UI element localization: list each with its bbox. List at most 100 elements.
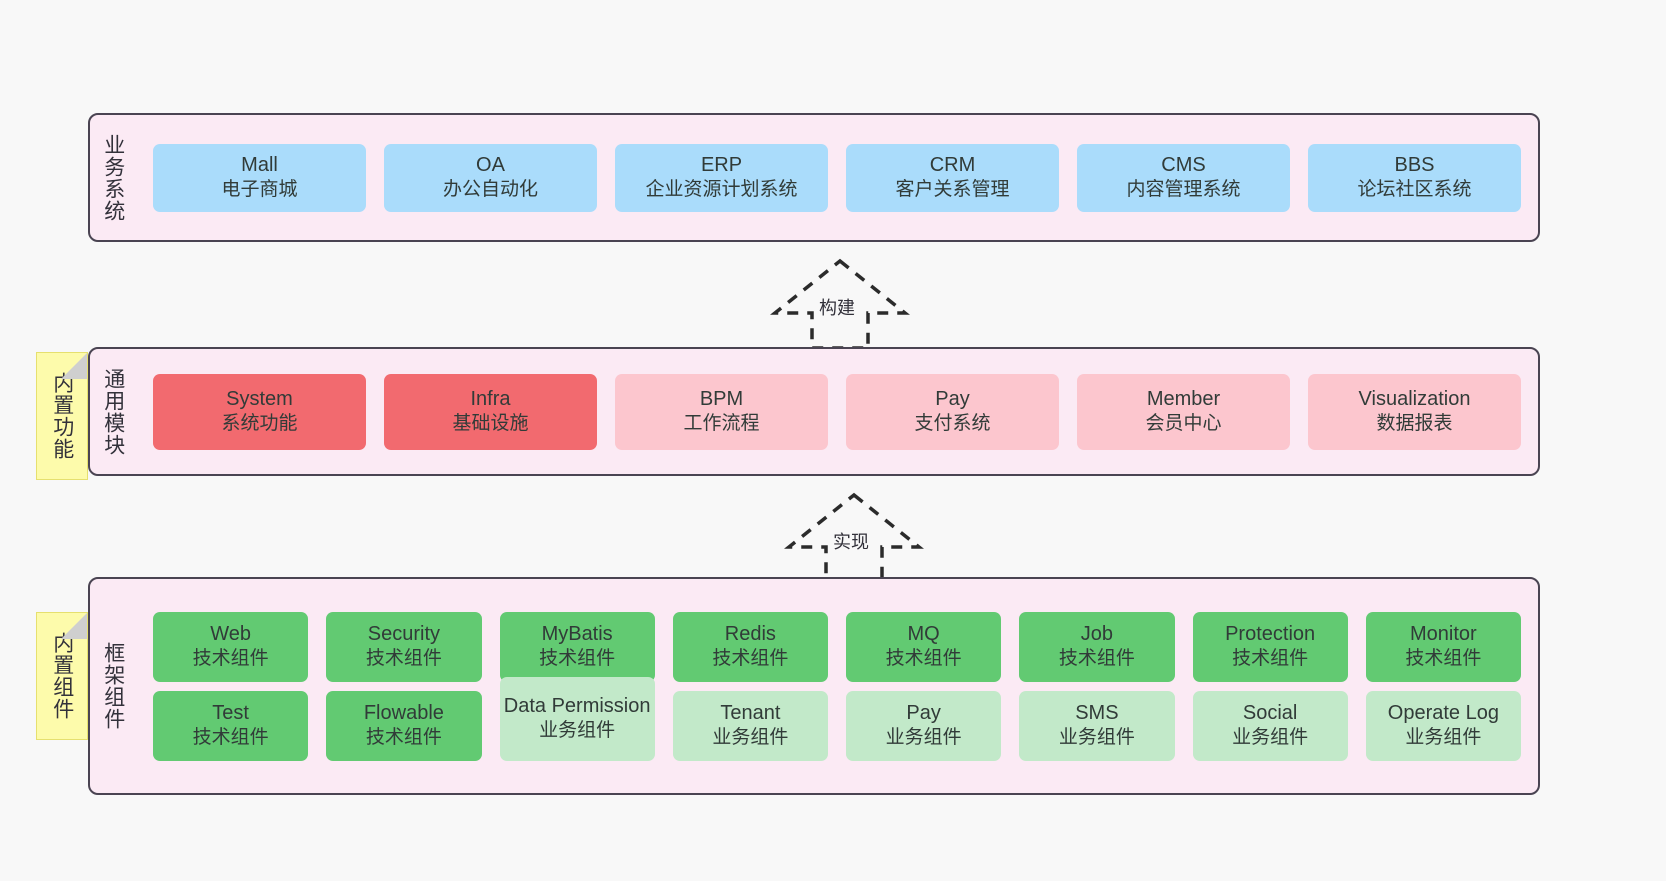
node-cell[interactable]: OA 办公自动化: [375, 143, 606, 212]
connector-build: 构建: [755, 256, 925, 351]
node-cell[interactable]: Mall 电子商城: [144, 143, 375, 212]
node-card-member[interactable]: Member 会员中心: [1077, 373, 1290, 450]
node-card-mybatis[interactable]: MyBatis 技术组件: [499, 611, 655, 682]
node-cell[interactable]: BBS 论坛社区系统: [1299, 143, 1530, 212]
node-name: Protection: [1225, 623, 1316, 646]
connector-build-label: 构建: [817, 294, 857, 320]
node-card-security[interactable]: Security 技术组件: [326, 611, 482, 682]
node-card-web[interactable]: Web 技术组件: [153, 611, 309, 682]
node-name: Pay: [906, 702, 941, 725]
layer-body-common-modules: System 系统功能 Infra 基础设施 BPM 工作流程 Pay: [136, 349, 1538, 474]
node-card-bpm[interactable]: BPM 工作流程: [615, 373, 828, 450]
node-desc: 技术组件: [885, 648, 962, 670]
node-desc: 支付系统: [914, 413, 991, 435]
node-desc: 内容管理系统: [1126, 179, 1241, 201]
node-desc: 客户关系管理: [895, 179, 1010, 201]
node-card-monitor[interactable]: Monitor 技术组件: [1365, 611, 1521, 682]
node-cell[interactable]: Infra 基础设施: [375, 373, 606, 450]
node-cell[interactable]: Security 技术组件: [317, 611, 490, 682]
connector-implement: 实现: [769, 490, 939, 585]
node-cell[interactable]: Job 技术组件: [1010, 611, 1183, 682]
node-name: Redis: [724, 623, 776, 646]
node-card-tenant[interactable]: Tenant 业务组件: [672, 690, 828, 761]
node-cell[interactable]: Visualization 数据报表: [1299, 373, 1530, 450]
node-cell[interactable]: SMS 业务组件: [1010, 690, 1183, 761]
node-cell[interactable]: Pay 支付系统: [837, 373, 1068, 450]
node-desc: 技术组件: [1232, 648, 1309, 670]
node-cell[interactable]: Test 技术组件: [144, 690, 317, 761]
node-card-pay-module[interactable]: Pay 支付系统: [846, 373, 1059, 450]
node-desc: 企业资源计划系统: [645, 179, 798, 201]
node-desc: 技术组件: [365, 648, 442, 670]
node-cell[interactable]: Web 技术组件: [144, 611, 317, 682]
node-card-flowable[interactable]: Flowable 技术组件: [326, 690, 482, 761]
node-desc: 基础设施: [452, 413, 529, 435]
framework-row-technical: Web 技术组件 Security 技术组件 MyBatis 技术组件: [144, 611, 1530, 682]
node-desc: 数据报表: [1376, 413, 1453, 435]
node-cell[interactable]: Monitor 技术组件: [1357, 611, 1530, 682]
node-cell[interactable]: Protection 技术组件: [1184, 611, 1357, 682]
node-desc: 技术组件: [712, 648, 789, 670]
node-name: Visualization: [1358, 388, 1471, 411]
node-card-sms[interactable]: SMS 业务组件: [1019, 690, 1175, 761]
node-card-crm[interactable]: CRM 客户关系管理: [846, 143, 1059, 212]
layer-framework-components: 框架组件 Web 技术组件 Security 技术组件: [88, 577, 1540, 795]
node-cell[interactable]: MQ 技术组件: [837, 611, 1010, 682]
node-cell[interactable]: Pay 业务组件: [837, 690, 1010, 761]
node-cell[interactable]: CRM 客户关系管理: [837, 143, 1068, 212]
node-desc: 工作流程: [683, 413, 760, 435]
node-cell[interactable]: Tenant 业务组件: [664, 690, 837, 761]
node-name: Tenant: [720, 702, 781, 725]
node-card-redis[interactable]: Redis 技术组件: [672, 611, 828, 682]
node-card-job[interactable]: Job 技术组件: [1019, 611, 1175, 682]
node-name: System: [226, 388, 293, 411]
node-card-pay-component[interactable]: Pay 业务组件: [846, 690, 1002, 761]
node-name: Social: [1242, 702, 1298, 725]
node-cell[interactable]: Data Permission 业务组件: [491, 676, 664, 761]
node-cell[interactable]: System 系统功能: [144, 373, 375, 450]
node-card-test[interactable]: Test 技术组件: [153, 690, 309, 761]
node-cell[interactable]: Operate Log 业务组件: [1357, 690, 1530, 761]
node-cell[interactable]: BPM 工作流程: [606, 373, 837, 450]
node-desc: 电子商城: [221, 179, 298, 201]
node-card-data-permission[interactable]: Data Permission 业务组件: [499, 676, 655, 761]
node-card-visualization[interactable]: Visualization 数据报表: [1308, 373, 1521, 450]
node-card-infra[interactable]: Infra 基础设施: [384, 373, 597, 450]
node-card-protection[interactable]: Protection 技术组件: [1192, 611, 1348, 682]
layer-common-modules: 通用模块 System 系统功能 Infra 基础设施 BPM 工作流程: [88, 347, 1540, 476]
node-card-operate-log[interactable]: Operate Log 业务组件: [1365, 690, 1521, 761]
node-card-mq[interactable]: MQ 技术组件: [846, 611, 1002, 682]
layer-body-business-systems: Mall 电子商城 OA 办公自动化 ERP 企业资源计划系统 CRM: [136, 115, 1538, 240]
node-desc: 业务组件: [1405, 727, 1482, 749]
node-card-cms[interactable]: CMS 内容管理系统: [1077, 143, 1290, 212]
node-name: CRM: [929, 154, 976, 177]
node-cell[interactable]: Member 会员中心: [1068, 373, 1299, 450]
layer-title-business-systems: 业务系统: [101, 133, 125, 222]
node-desc: 技术组件: [365, 727, 442, 749]
node-cell[interactable]: Flowable 技术组件: [317, 690, 490, 761]
node-card-oa[interactable]: OA 办公自动化: [384, 143, 597, 212]
node-card-bbs[interactable]: BBS 论坛社区系统: [1308, 143, 1521, 212]
node-card-mall[interactable]: Mall 电子商城: [153, 143, 366, 212]
node-card-social[interactable]: Social 业务组件: [1192, 690, 1348, 761]
node-desc: 技术组件: [1058, 648, 1135, 670]
node-cell[interactable]: ERP 企业资源计划系统: [606, 143, 837, 212]
layer-body-framework-components: Web 技术组件 Security 技术组件 MyBatis 技术组件: [136, 579, 1538, 793]
node-desc: 会员中心: [1145, 413, 1222, 435]
node-desc: 业务组件: [1232, 727, 1309, 749]
node-name: CMS: [1161, 154, 1206, 177]
node-desc: 业务组件: [1058, 727, 1135, 749]
node-cell[interactable]: Redis 技术组件: [664, 611, 837, 682]
node-name: Operate Log: [1387, 702, 1499, 725]
node-cell[interactable]: CMS 内容管理系统: [1068, 143, 1299, 212]
node-cell[interactable]: MyBatis 技术组件: [491, 611, 664, 682]
connector-implement-label: 实现: [831, 528, 871, 554]
node-desc: 业务组件: [712, 727, 789, 749]
node-desc: 技术组件: [192, 727, 269, 749]
node-name: ERP: [700, 154, 743, 177]
layer-title-framework-components: 框架组件: [101, 642, 125, 730]
node-cell[interactable]: Social 业务组件: [1184, 690, 1357, 761]
node-card-system[interactable]: System 系统功能: [153, 373, 366, 450]
node-card-erp[interactable]: ERP 企业资源计划系统: [615, 143, 828, 212]
